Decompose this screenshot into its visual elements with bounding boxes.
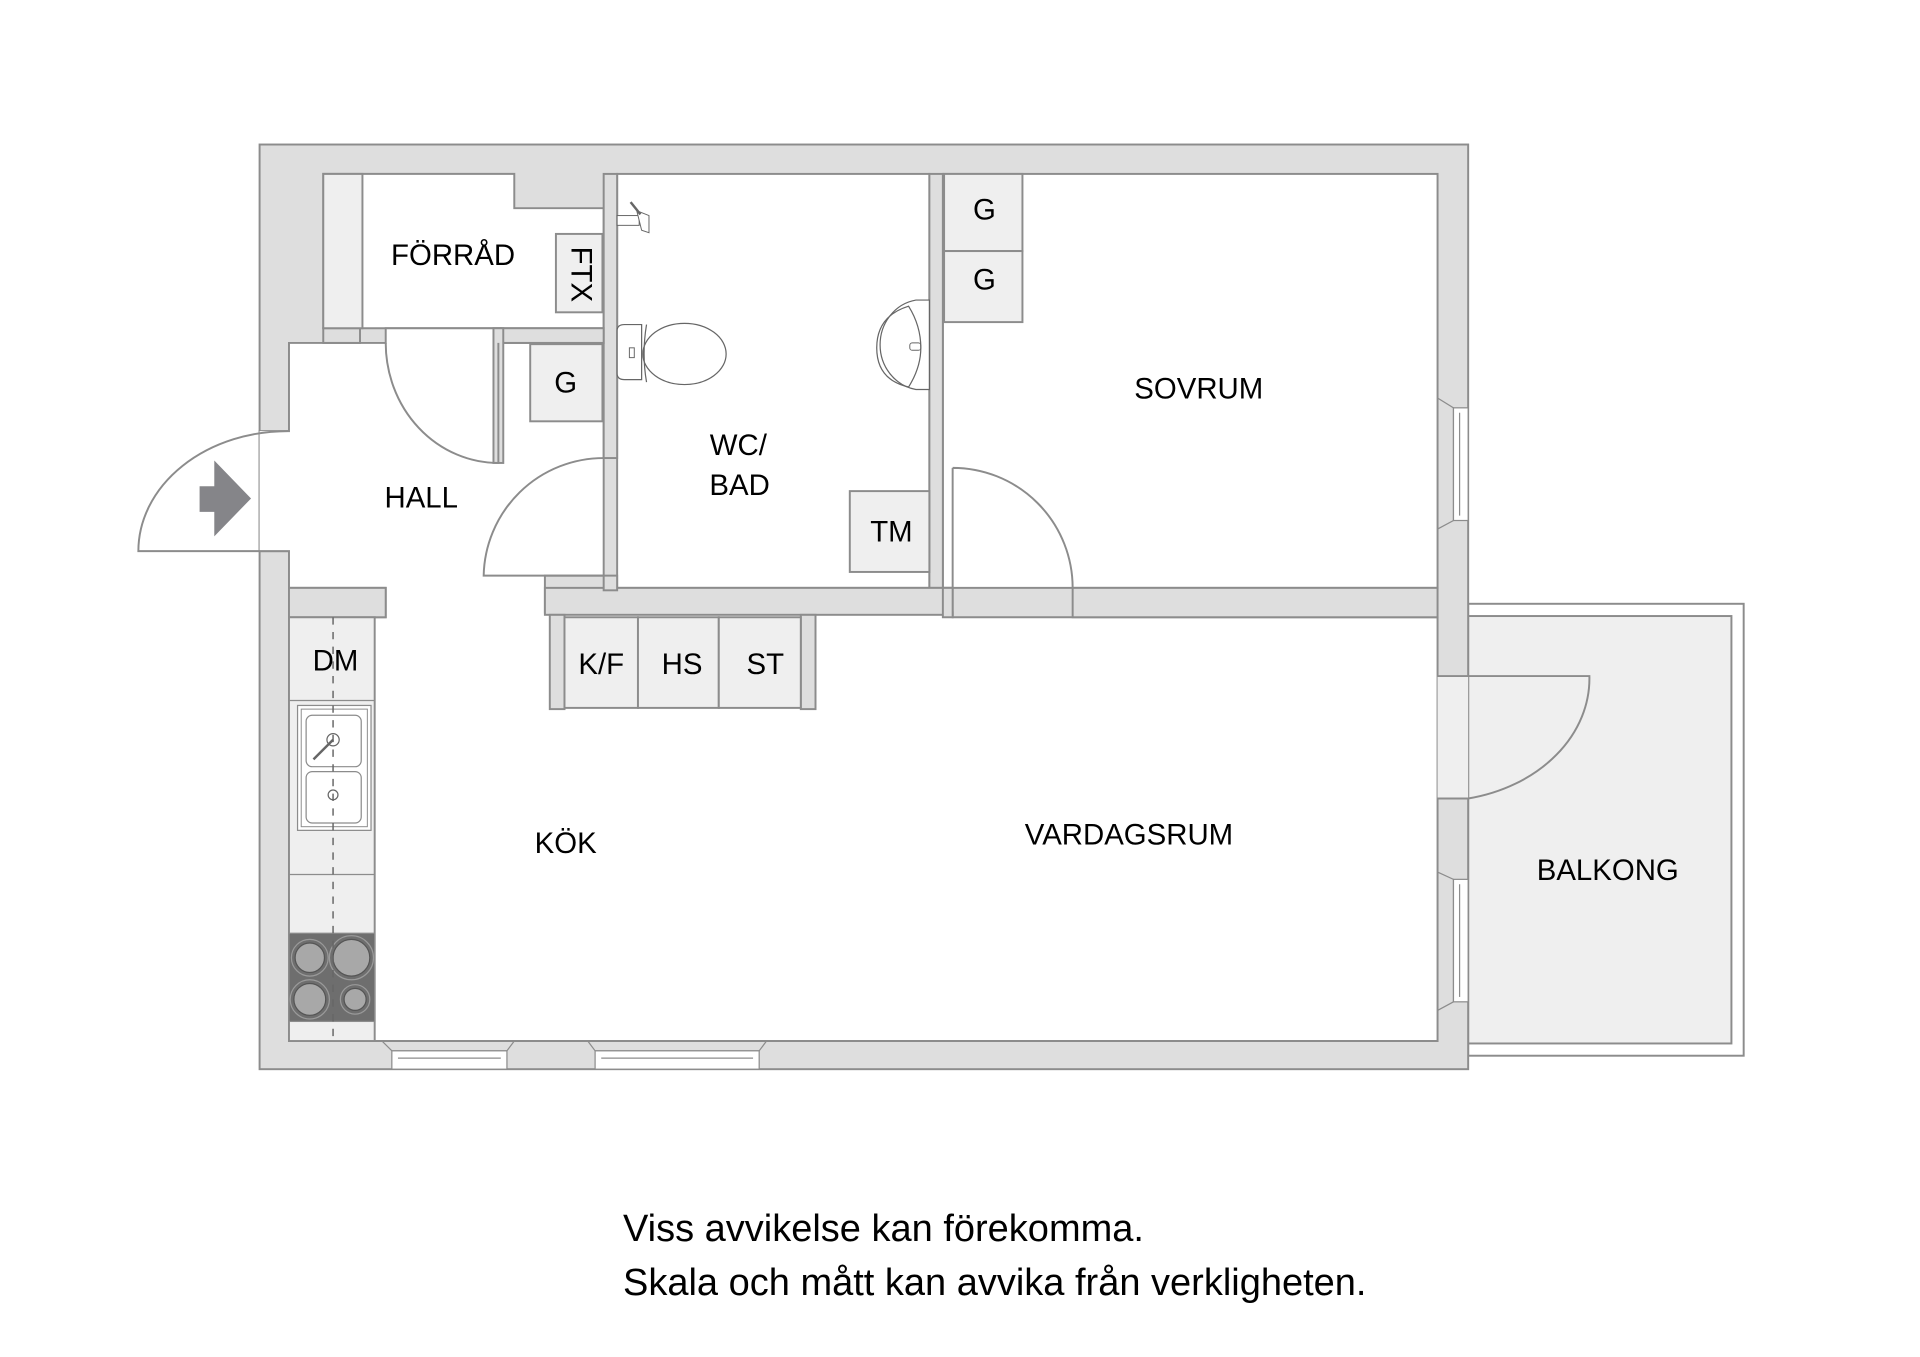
g-cabinet-hall [529,343,604,423]
wall-segment [941,586,954,619]
wall-segment [543,586,954,616]
balcony [1467,602,1745,1057]
window-kok-2 [587,1040,768,1070]
label-vardagsrum: VARDAGSRUM [1025,818,1233,851]
wall-segment [602,574,619,592]
label-dm: DM [313,644,359,677]
label-g-hall: G [554,366,577,399]
entrance-door[interactable] [137,430,289,553]
forrad-door[interactable] [384,342,500,464]
shower-icon [616,201,650,234]
wall-segment [548,613,566,711]
wall-segment [799,613,817,711]
window-sovrum [1437,397,1469,530]
entrance-arrow-icon [199,460,252,537]
window-kok-1 [381,1040,515,1070]
hs-cabinet [636,616,720,709]
label-kf: K/F [578,648,624,681]
label-st: ST [747,648,785,681]
sovrum-door[interactable] [951,466,1074,588]
wall-segment [499,327,605,344]
st-cabinet [717,616,802,709]
label-hs: HS [662,648,703,681]
kitchen-counter [288,616,376,1042]
label-balkong: BALKONG [1537,854,1679,887]
wall-segment [288,586,387,619]
wall-segment [1071,586,1439,619]
wc-door[interactable] [482,457,604,577]
disclaimer-line-2: Skala och mått kan avvika från verklighe… [623,1262,1367,1304]
forrad-shelf [322,172,364,330]
label-wc-bad-1: WC/ [710,429,768,462]
label-sovrum: SOVRUM [1134,372,1263,405]
label-hall: HALL [384,481,457,514]
wall-segment [928,172,944,589]
wall-segment [602,172,619,460]
toilet-icon [616,322,727,386]
label-tm: TM [870,516,912,549]
label-g-sovrum-1: G [973,194,996,227]
label-ftx: FTX [564,247,597,302]
kitchen-sink-icon [296,704,372,831]
room-sovrum [941,172,1439,589]
ftx-cabinet [554,232,604,314]
label-kok: KÖK [535,827,597,860]
g-cabinet-sovrum-2 [943,250,1024,324]
balcony-door[interactable] [1437,675,1591,800]
label-g-sovrum-2: G [973,263,996,296]
window-vardagsrum [1437,871,1469,1011]
wall-segment [322,327,361,344]
kf-cabinet [563,616,639,709]
label-wc-bad-2: BAD [709,469,769,502]
tm-cabinet [848,490,931,573]
washbasin-icon [876,299,930,391]
disclaimer-line-1: Viss avvikelse kan förekomma. [623,1208,1144,1250]
label-forrad: FÖRRÅD [391,239,515,272]
